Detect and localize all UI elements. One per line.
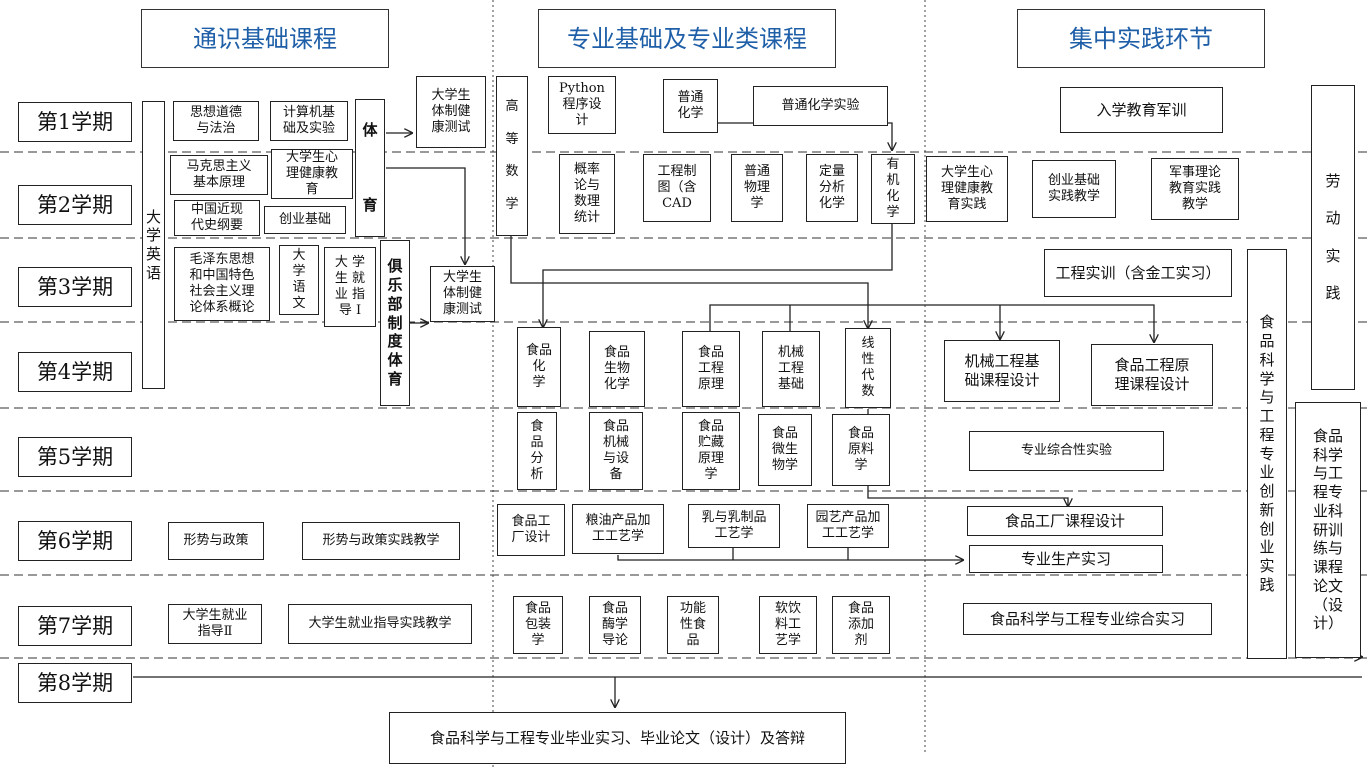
course-career-guide-practice: 大学生就业指导实践教学 [288, 604, 472, 644]
course-food-chemistry: 食品 化 学 [517, 327, 561, 407]
practice-entrepreneurship: 创业基础 实践教学 [1032, 160, 1116, 218]
course-python: Python 程序设 计 [548, 76, 616, 134]
course-computer-basics: 计算机基 础及实验 [270, 101, 348, 141]
course-engineering-drawing: 工程制 图（含 CAD [643, 154, 711, 222]
course-mao-theory: 毛泽东思想 和中国特色 社会主义理 论体系概论 [174, 247, 270, 321]
course-advanced-math: 高 等 数 学 [496, 76, 528, 236]
course-general-physics: 普通 物理 学 [731, 154, 783, 222]
practice-food-eng-course-design: 食品工程原 理课程设计 [1091, 344, 1213, 406]
course-functional-food: 功能 性食 品 [667, 596, 719, 654]
course-food-microbiology: 食品 微生 物学 [758, 414, 812, 486]
practice-innovation: 食 品 科 学 与 工 程 专 业 创 新 创 业 实 践 [1247, 249, 1287, 659]
course-grain-oil-processing: 粮油产品加 工工艺学 [572, 504, 664, 554]
semester-5-label: 第5学期 [18, 437, 132, 477]
practice-military-theory: 军事理论 教育实践 教学 [1151, 158, 1239, 220]
course-horticultural-processing: 园艺产品加 工工艺学 [807, 504, 889, 548]
course-food-packaging: 食品 包装 学 [513, 596, 563, 654]
semester-7-label: 第7学期 [18, 606, 132, 646]
course-mental-health: 大学生心 理健康教 育 [271, 149, 353, 199]
course-general-chemistry: 普通 化学 [663, 79, 718, 133]
course-food-analysis: 食 品 分 析 [517, 412, 557, 490]
header-practice: 集中实践环节 [1017, 9, 1265, 68]
course-dairy-processing: 乳与乳制品 工艺学 [688, 504, 780, 548]
course-college-chinese: 大 学 语 文 [279, 245, 319, 315]
practice-mech-course-design: 机械工程基 础课程设计 [944, 340, 1060, 402]
course-pe: 体 育 [355, 99, 385, 237]
course-linear-algebra: 线 性 代 数 [845, 328, 891, 408]
course-fitness-test-2: 大学生 体制健 康测试 [430, 266, 495, 322]
course-modern-history: 中国近现 代史纲要 [174, 200, 260, 236]
practice-graduation: 食品科学与工程专业毕业实习、毕业论文（设计）及答辩 [389, 712, 846, 764]
semester-2-label: 第2学期 [18, 185, 132, 225]
practice-factory-course-design: 食品工厂课程设计 [967, 506, 1163, 536]
connectors [133, 108, 1362, 707]
course-entrepreneurship: 创业基础 [264, 206, 346, 234]
practice-research-training: 食品 科学 与工 程专 业科 研训 练与 课程 论文 （设 计） [1295, 402, 1361, 658]
column-dividers [492, 0, 926, 769]
practice-mental-health: 大学生心 理健康教 育实践 [926, 156, 1008, 222]
course-situation-policy: 形势与政策 [168, 522, 264, 560]
course-food-engineering-principles: 食品 工程 原理 [682, 331, 740, 407]
course-probability: 概率 论与 数理 统计 [559, 154, 615, 234]
course-food-materials: 食品 原料 学 [832, 414, 890, 486]
course-soft-drinks: 软饮 料工 艺学 [759, 596, 817, 654]
course-general-chemistry-lab: 普通化学实验 [753, 86, 888, 126]
course-food-storage: 食品 贮藏 原理 学 [682, 412, 740, 490]
course-career-guide-2: 大学生就业 指导Ⅱ [168, 604, 262, 644]
course-organic-chemistry: 有 机 化 学 [871, 154, 915, 224]
semester-dividers [0, 151, 1367, 659]
practice-comprehensive-internship: 食品科学与工程专业综合实习 [963, 603, 1212, 635]
semester-6-label: 第6学期 [18, 521, 132, 561]
course-college-english: 大 学 英 语 [142, 101, 165, 389]
course-mechanical-engineering: 机械 工程 基础 [762, 331, 820, 407]
practice-military-training: 入学教育军训 [1060, 87, 1223, 133]
practice-production-internship: 专业生产实习 [969, 545, 1163, 573]
course-career-guide-1: 大 学 生 就 业 指 导 Ⅰ [324, 247, 376, 327]
course-marxism: 马克思主义 基本原理 [170, 155, 268, 195]
course-quant-analysis: 定量 分析 化学 [806, 154, 858, 222]
course-ideology-law: 思想道德 与法治 [173, 101, 259, 141]
course-food-factory-design: 食品工 厂设计 [497, 504, 565, 556]
semester-3-label: 第3学期 [18, 267, 132, 307]
semester-8-label: 第8学期 [18, 663, 132, 703]
semester-1-label: 第1学期 [18, 102, 132, 142]
course-food-enzymology: 食品 酶学 导论 [589, 596, 641, 654]
semester-4-label: 第4学期 [18, 352, 132, 392]
practice-labor: 劳 动 实 践 [1311, 85, 1355, 390]
course-food-machinery: 食品 机械 与设 备 [589, 412, 643, 490]
course-food-additives: 食品 添加 剂 [832, 596, 890, 654]
header-general-courses: 通识基础课程 [141, 9, 389, 68]
course-fitness-test-1: 大学生 体制健 康测试 [416, 76, 486, 148]
course-food-biochemistry: 食品 生物 化学 [589, 331, 645, 407]
course-club-pe: 俱 乐 部 制 度 体 育 [380, 240, 410, 406]
practice-comprehensive-experiment: 专业综合性实验 [969, 431, 1164, 471]
course-situation-policy-practice: 形势与政策实践教学 [302, 522, 460, 560]
practice-engineering-training: 工程实训（含金工实习） [1044, 249, 1232, 297]
header-professional-courses: 专业基础及专业类课程 [538, 9, 836, 68]
